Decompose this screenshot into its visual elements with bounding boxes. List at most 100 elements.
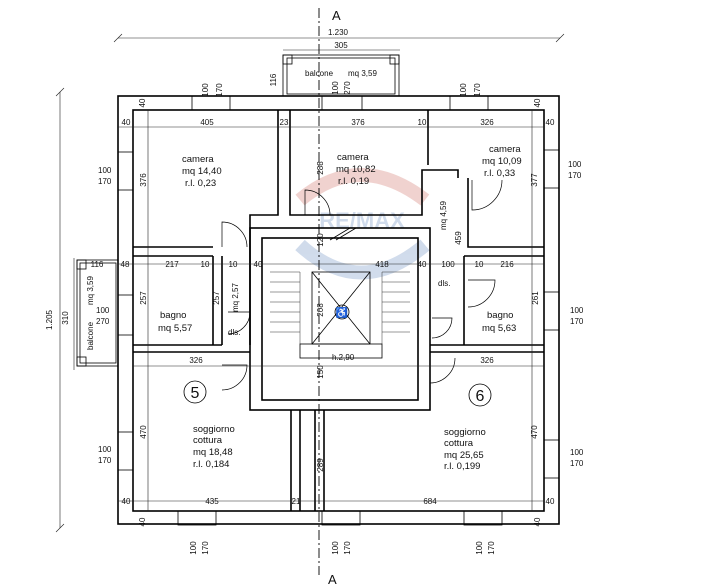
- overall-width-label: 1.230: [328, 28, 349, 37]
- left-balcony: balcone mq 3,59 116: [76, 259, 119, 367]
- dim-d22: 48: [121, 260, 130, 269]
- stair-height-label: h.2,90: [332, 353, 355, 362]
- watermark-logo: RE/MAX: [295, 168, 430, 280]
- window-top-3-w: 100: [459, 83, 468, 97]
- window-top-1-w: 100: [201, 83, 210, 97]
- window-right-3-h: 170: [570, 459, 584, 468]
- window-top-2-w: 100: [331, 81, 340, 95]
- window-left-2-w: 100: [96, 306, 110, 315]
- dim-d43: 116: [269, 73, 278, 86]
- dim-d27: 459: [454, 231, 463, 245]
- window-left-1-h: 170: [98, 177, 112, 186]
- room-soggiorno-left-area: mq 18,48: [193, 447, 233, 458]
- dim-d12: 288: [316, 161, 325, 175]
- section-line: A A: [318, 8, 341, 587]
- dim-d41: 40: [138, 517, 147, 526]
- room-soggiorno-left-ratio: r.l. 0,184: [193, 459, 229, 470]
- dim-d33: 470: [139, 425, 148, 439]
- room-bagno-right-area: mq 5,63: [482, 323, 516, 334]
- window-top-1-h: 170: [215, 83, 224, 97]
- overall-height-label: 1.205: [45, 309, 54, 330]
- doors: [221, 179, 503, 391]
- accessible-icon: ♿: [336, 306, 348, 319]
- dim-d29: 208: [316, 303, 325, 317]
- window-bottom-1-w: 100: [189, 541, 198, 555]
- dim-d44: 310: [61, 311, 70, 325]
- room-camera-center-area: mq 10,82: [336, 164, 376, 175]
- room-soggiorno-right-name: soggiorno: [444, 427, 486, 438]
- window-top-2-h: 270: [343, 81, 352, 95]
- windows-bottom: 100 170 100 170 100 170: [177, 510, 503, 555]
- dim-d38: 684: [423, 497, 437, 506]
- overall-dimensions: 1.230 305 1.205 310: [45, 28, 565, 533]
- room-camera-right-area: mq 10,09: [482, 156, 522, 167]
- dim-d5: 326: [480, 118, 494, 127]
- room-camera-center-ratio: r.l. 0,19: [338, 176, 369, 187]
- window-right-2-w: 100: [570, 306, 584, 315]
- section-label-top: A: [332, 8, 341, 23]
- dim-d2: 23: [280, 118, 289, 127]
- balcony-top-label: balcone: [305, 69, 334, 78]
- dim-d4: 10: [418, 118, 427, 127]
- room-soggiorno-right-ratio: r.l. 0,199: [444, 461, 480, 472]
- room-camera-left-name: camera: [182, 154, 214, 165]
- dim-d31: 326: [480, 356, 494, 365]
- room-labels: camera mq 14,40 r.l. 0,23 camera mq 10,8…: [158, 144, 522, 472]
- dim-d32: 150: [316, 365, 325, 379]
- watermark-text: RE/MAX: [319, 208, 405, 233]
- window-bottom-2-w: 100: [331, 541, 340, 555]
- room-camera-center-name: camera: [337, 152, 369, 163]
- room-soggiorno-right-name2: cottura: [444, 438, 474, 449]
- dim-d21: 216: [500, 260, 514, 269]
- dimension-lines: [118, 110, 544, 511]
- window-bottom-1-h: 170: [201, 541, 210, 555]
- window-left-3-h: 170: [98, 456, 112, 465]
- unit-left-circle: [183, 380, 207, 404]
- windows-left: 100 170 100 270 100 170: [96, 151, 134, 471]
- dim-d8: 40: [138, 98, 147, 107]
- dim-d30: 326: [189, 356, 203, 365]
- dim-d37: 21: [292, 497, 301, 506]
- window-right-2-h: 170: [570, 317, 584, 326]
- dim-d16: 40: [254, 260, 263, 269]
- window-bottom-3-h: 170: [487, 541, 496, 555]
- dim-d35: 289: [316, 458, 325, 472]
- dls-right-label: dls.: [438, 279, 450, 288]
- window-top-3-h: 170: [473, 83, 482, 97]
- top-balcony: balcone mq 3,59 116: [269, 54, 400, 97]
- balcony-width-label: 305: [334, 41, 348, 50]
- room-camera-right-ratio: r.l. 0,33: [484, 168, 515, 179]
- dim-d15: 10: [229, 260, 238, 269]
- dim-d6: 40: [122, 118, 131, 127]
- dim-d28: 120: [316, 233, 325, 247]
- dim-d40: 40: [546, 497, 555, 506]
- dim-d17: 418: [375, 260, 389, 269]
- lift-area-label: mq 2,57: [231, 283, 240, 312]
- dim-d20: 10: [475, 260, 484, 269]
- room-soggiorno-left-name2: cottura: [193, 435, 223, 446]
- dim-d1: 405: [200, 118, 214, 127]
- unit-right-circle: [468, 383, 492, 407]
- room-bagno-right-name: bagno: [487, 310, 513, 321]
- window-right-1-h: 170: [568, 171, 582, 180]
- dls-left-label: dls.: [228, 328, 240, 337]
- dim-d7: 40: [546, 118, 555, 127]
- dim-d14: 10: [201, 260, 210, 269]
- room-camera-right-name: camera: [489, 144, 521, 155]
- dim-d34: 470: [530, 425, 539, 439]
- dim-d23: 116: [91, 260, 104, 269]
- section-label-bottom: A: [328, 572, 337, 587]
- dim-d13: 217: [165, 260, 179, 269]
- balcony-left-label: balcone: [86, 321, 95, 350]
- dim-d26: 261: [531, 291, 540, 305]
- window-left-1-w: 100: [98, 166, 112, 175]
- balcony-top-area: mq 3,59: [348, 69, 377, 78]
- window-bottom-2-h: 170: [343, 541, 352, 555]
- room-camera-left-ratio: r.l. 0,23: [185, 178, 216, 189]
- dim-d3: 376: [351, 118, 365, 127]
- room-soggiorno-right-area: mq 25,65: [444, 450, 484, 461]
- stairwell: ♿ h.2,90: [249, 227, 431, 411]
- room-bagno-left-name: bagno: [160, 310, 186, 321]
- window-left-2-h: 270: [96, 317, 110, 326]
